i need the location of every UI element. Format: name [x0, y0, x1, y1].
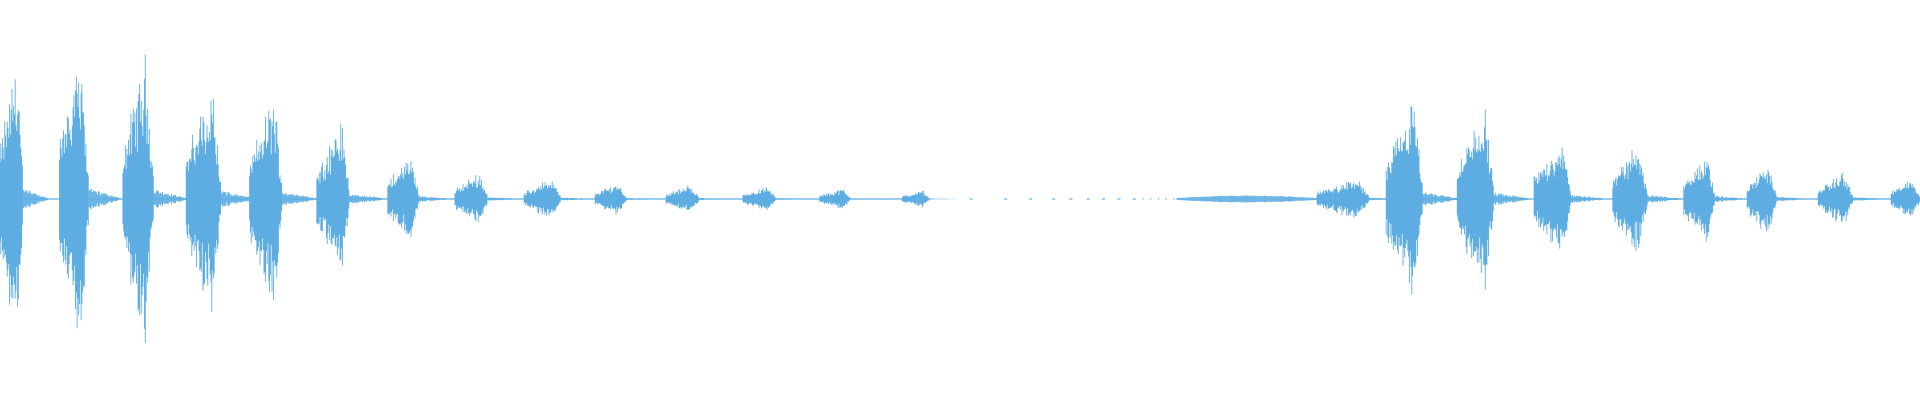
waveform-burst — [1817, 172, 1892, 222]
waveform-burst — [665, 185, 735, 210]
waveform-burst — [742, 187, 813, 210]
waveform-burst — [454, 175, 527, 222]
waveform-low-segment — [1176, 195, 1318, 203]
waveform-burst — [122, 54, 191, 343]
waveform-burst — [1385, 105, 1463, 295]
waveform-burst — [387, 161, 455, 238]
waveform-burst — [901, 191, 958, 208]
waveform-burst — [59, 76, 123, 329]
waveform-burst — [1683, 161, 1752, 242]
waveform-burst — [1746, 169, 1810, 231]
waveform-burst — [0, 79, 51, 307]
waveform-burst — [1456, 109, 1534, 290]
waveform-burst — [523, 181, 599, 216]
waveform-burst — [1612, 149, 1687, 252]
waveform-burst — [819, 190, 886, 209]
waveform-burst — [1890, 181, 1920, 216]
waveform-burst — [316, 123, 388, 266]
waveform-burst — [249, 109, 321, 301]
waveform-burst — [1533, 147, 1611, 249]
waveform-burst — [594, 186, 661, 215]
